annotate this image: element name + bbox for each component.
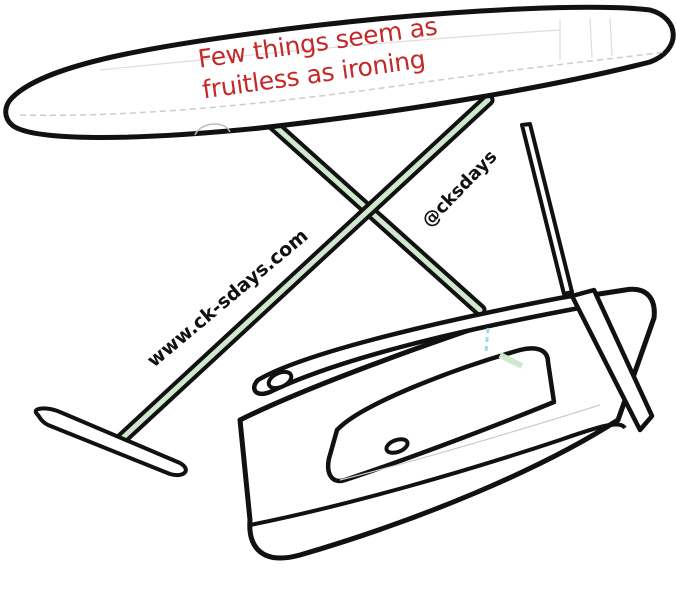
ironing-board-top: [3, 4, 676, 140]
ironing-board-leg-front: [108, 93, 495, 452]
ironing-board-leg-back: [261, 113, 487, 317]
iron-cord: [520, 122, 574, 296]
ironing-board-foot: [33, 406, 188, 477]
clothes-iron: [237, 286, 657, 561]
